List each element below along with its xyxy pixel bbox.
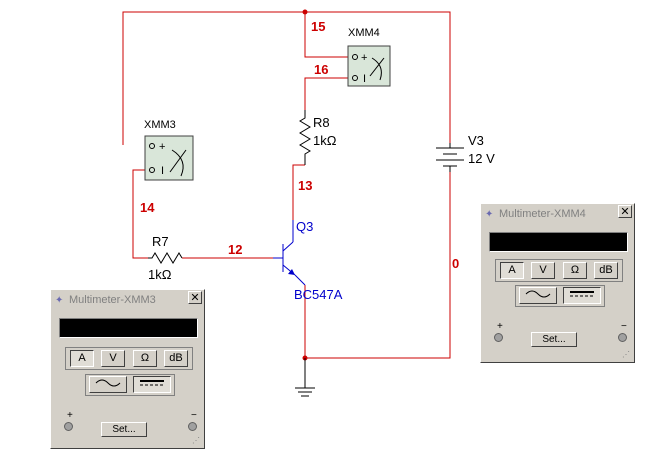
set-button[interactable]: Set... [101,422,147,437]
panel-title: Multimeter-XMM4 [499,208,586,220]
wire-15-xmm4[interactable] [304,12,350,58]
function-group [495,259,623,282]
node-label-13: 13 [298,178,312,193]
xmm4-ref: XMM4 [348,27,380,39]
wire-0[interactable] [305,172,451,359]
dc-button[interactable] [133,376,171,393]
close-button[interactable]: ✕ [618,205,632,218]
r7-ref: R7 [152,234,169,249]
xmm3-ref: XMM3 [144,119,176,131]
panel-title: Multimeter-XMM3 [69,294,156,306]
ammeter-button[interactable]: A [70,350,94,367]
multimeter-symbol-xmm4[interactable]: XMM4 + I [347,27,391,87]
minus-terminal-label: − [621,321,627,332]
node-label-0: 0 [452,256,459,271]
node-label-12: 12 [228,242,242,257]
title-bar[interactable]: ✦ Multimeter-XMM4 [483,206,632,222]
xmm3-plus: + [159,141,165,153]
minus-terminal[interactable] [188,422,197,431]
multimeter-symbol-xmm3[interactable]: XMM3 + I [144,119,194,181]
dc-button[interactable] [563,287,601,304]
plus-terminal-label: + [497,321,503,332]
wire-16[interactable] [304,77,350,110]
q3-model: BC547A [294,287,343,302]
plus-terminal[interactable] [64,422,73,431]
set-button[interactable]: Set... [531,332,577,347]
plus-terminal[interactable] [494,333,503,342]
ac-wave-icon [525,290,551,298]
minus-terminal[interactable] [618,333,627,342]
node-label-14: 14 [140,200,155,215]
ohmmeter-button[interactable]: Ω [563,262,587,279]
resize-grip[interactable]: ⋰ [622,350,630,359]
title-bar[interactable]: ✦ Multimeter-XMM3 [53,292,202,308]
decibel-button[interactable]: dB [164,350,188,367]
voltmeter-button[interactable]: V [101,350,125,367]
battery-v3[interactable]: V3 12 V [436,133,495,172]
xmm4-plus: + [361,52,367,64]
resize-grip[interactable]: ⋰ [192,436,200,445]
close-button[interactable]: ✕ [188,291,202,304]
mode-group [85,374,175,396]
junction-dot [302,9,308,15]
wires [122,9,451,361]
multimeter-panel-xmm3[interactable]: ✦ Multimeter-XMM3 ✕ A V Ω dB + − Set... ⋰ [50,289,205,449]
transistor-q3[interactable]: Q3 BC547A [273,219,343,302]
voltmeter-button[interactable]: V [531,262,555,279]
ohmmeter-button[interactable]: Ω [133,350,157,367]
v3-ref: V3 [468,133,484,148]
ammeter-button[interactable]: A [500,262,524,279]
meter-display [489,232,628,252]
resistor-r8[interactable]: R8 1kΩ [299,110,337,165]
ac-wave-icon [95,379,121,387]
dc-line-icon [570,291,594,297]
plus-terminal-label: + [67,410,73,421]
ground-symbol [295,358,315,397]
resistor-r7[interactable]: R7 1kΩ [148,234,183,282]
r8-ref: R8 [313,115,330,130]
v3-value: 12 V [468,151,495,166]
wire-13[interactable] [292,164,305,220]
wire-14[interactable] [132,169,148,259]
q3-ref: Q3 [296,219,313,234]
xmm4-minus: I [363,73,366,85]
minus-terminal-label: − [191,410,197,421]
node-label-15: 15 [311,19,325,34]
multimeter-panel-xmm4[interactable]: ✦ Multimeter-XMM4 ✕ A V Ω dB + − Set... ⋰ [480,203,635,363]
wire-15[interactable] [122,11,451,145]
multimeter-icon: ✦ [55,295,64,306]
r8-value: 1kΩ [313,133,337,148]
dc-line-icon [140,380,164,386]
xmm3-minus: I [161,165,164,177]
multimeter-icon: ✦ [485,209,494,220]
ac-button[interactable] [89,376,127,393]
r7-value: 1kΩ [148,267,172,282]
decibel-button[interactable]: dB [594,262,618,279]
function-group [65,347,193,370]
node-label-16: 16 [314,62,328,77]
mode-group [515,285,605,307]
ac-button[interactable] [519,287,557,304]
meter-display [59,318,198,338]
